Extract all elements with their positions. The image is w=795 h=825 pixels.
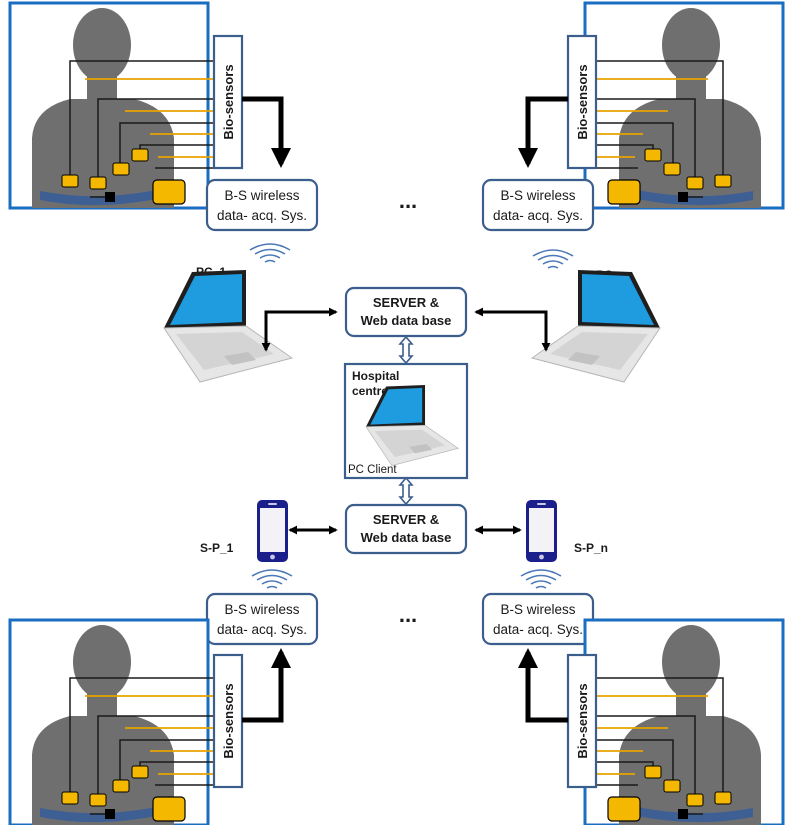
- phone-left-icon: [257, 500, 288, 562]
- sensor-to-acq-arrow: [518, 96, 568, 168]
- laptop-pc-right: [531, 269, 661, 383]
- biosensors-box-top-right: [566, 34, 598, 170]
- acq-line2: data- acq. Sys.: [217, 208, 307, 223]
- biosensors-box-bottom-left: [212, 653, 244, 789]
- server-box-top: [344, 286, 468, 338]
- acq-line1: B-S wireless: [500, 188, 575, 203]
- acquisition-box-top-right: [481, 178, 595, 232]
- patient-top-right: [576, 1, 785, 210]
- ellipsis-bottom: ...: [399, 602, 417, 627]
- acq-line2: data- acq. Sys.: [217, 622, 307, 637]
- biosensors-box-bottom-right: [566, 653, 598, 789]
- server-line2: Web data base: [361, 530, 452, 545]
- patient-top-left: [8, 1, 217, 210]
- phone-right-icon: [526, 500, 557, 562]
- pc-client-label: PC Client: [348, 464, 397, 476]
- laptop-pc-left: [163, 269, 293, 383]
- sensor-to-acq-arrow: [242, 96, 291, 168]
- hospital-server-link: [399, 477, 413, 505]
- wireless-signal-icon: [249, 243, 291, 263]
- acq-line1: B-S wireless: [224, 602, 299, 617]
- wireless-signal-icon: [520, 569, 562, 589]
- sp-right-label: S-P_n: [574, 541, 608, 555]
- biosensors-box-top-left: [212, 34, 244, 170]
- acq-line2: data- acq. Sys.: [493, 622, 583, 637]
- ellipsis-top: ...: [399, 188, 417, 213]
- server-line1: SERVER &: [373, 512, 439, 527]
- acq-line1: B-S wireless: [224, 188, 299, 203]
- sp-left-label: S-P_1: [200, 541, 234, 555]
- acquisition-box-top-left: [205, 178, 319, 232]
- server-pc-left-link: [261, 307, 338, 352]
- biosensors-label: Bio-sensors: [221, 683, 236, 758]
- hospital-line1: Hospital: [352, 369, 399, 383]
- server-hospital-link: [399, 336, 413, 364]
- biosensors-label: Bio-sensors: [575, 683, 590, 758]
- hospital-line2: centre: [352, 384, 388, 398]
- server-line1: SERVER &: [373, 295, 439, 310]
- acq-line2: data- acq. Sys.: [493, 208, 583, 223]
- server-line2: Web data base: [361, 313, 452, 328]
- patient-bottom-left: [8, 618, 217, 825]
- sensor-to-acq-arrow: [518, 648, 568, 723]
- wireless-signal-icon: [251, 569, 293, 589]
- biosensors-label: Bio-sensors: [221, 64, 236, 139]
- patient-bottom-right: [576, 618, 785, 825]
- server-pc-right-link: [474, 307, 551, 352]
- wireless-signal-icon: [532, 249, 574, 269]
- acq-line1: B-S wireless: [500, 602, 575, 617]
- biosensors-label: Bio-sensors: [575, 64, 590, 139]
- sensor-to-acq-arrow: [242, 648, 291, 723]
- server-box-bottom: [344, 503, 468, 555]
